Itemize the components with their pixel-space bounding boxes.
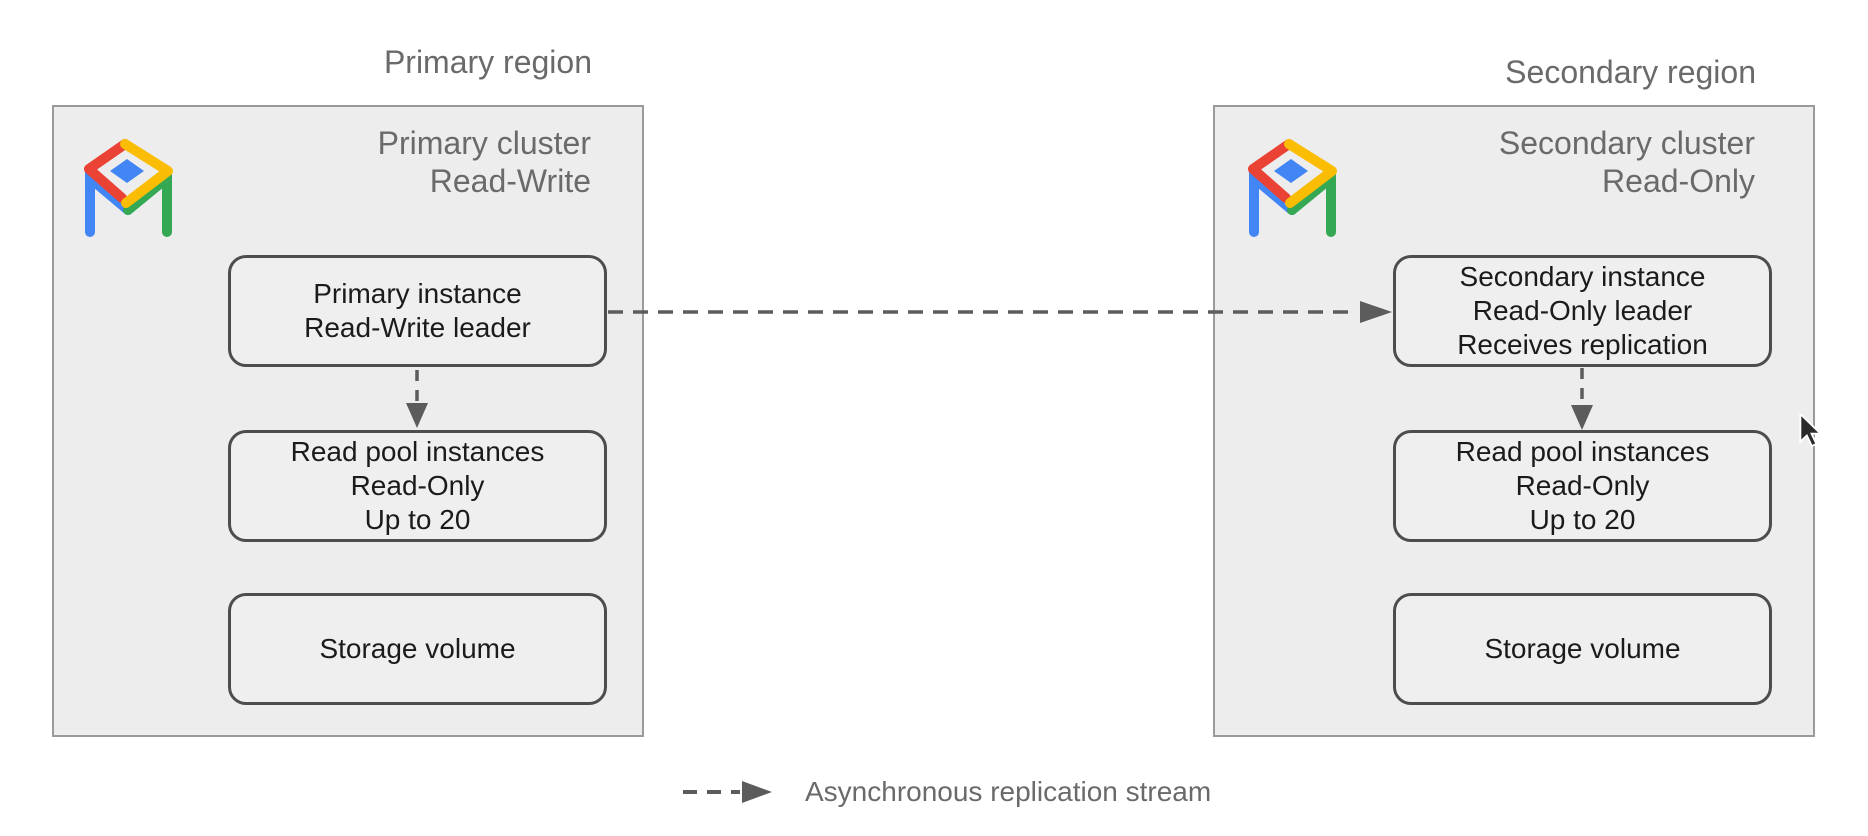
primary-read-pool-line3: Up to 20 [364, 504, 471, 535]
secondary-instance-line2: Read-Only leader [1472, 295, 1693, 326]
alloydb-icon [1248, 139, 1337, 237]
primary-cluster-title-line2: Read-Write [429, 163, 591, 199]
secondary-read-pool-line3: Up to 20 [1529, 504, 1636, 535]
primary-instance-node: Primary instance Read-Write leader [228, 255, 607, 367]
primary-instance-line2: Read-Write leader [304, 312, 531, 343]
primary-storage-line1: Storage volume [319, 633, 516, 664]
alloydb-icon [84, 139, 173, 237]
secondary-cluster-title-line1: Secondary cluster [1498, 125, 1755, 161]
primary-read-pool-line1: Read pool instances [290, 436, 545, 467]
secondary-read-pool-line1: Read pool instances [1455, 436, 1710, 467]
primary-cluster-title: Primary cluster Read-Write [378, 124, 591, 200]
dashed-arrow-icon [683, 781, 772, 803]
primary-instance-line1: Primary instance [313, 278, 522, 309]
primary-read-pool-node: Read pool instances Read-Only Up to 20 [228, 430, 607, 542]
secondary-cluster-title-line2: Read-Only [1602, 163, 1755, 199]
primary-storage-node: Storage volume [228, 593, 607, 705]
secondary-instance-line3: Receives replication [1457, 329, 1708, 360]
secondary-storage-node: Storage volume [1393, 593, 1772, 705]
legend-label: Asynchronous replication stream [805, 776, 1212, 807]
secondary-cluster-title: Secondary cluster Read-Only [1499, 124, 1755, 200]
legend: Asynchronous replication stream [682, 773, 1211, 811]
secondary-region-label: Secondary region [1505, 54, 1756, 90]
primary-cluster-title-line1: Primary cluster [377, 125, 591, 161]
secondary-instance-node: Secondary instance Read-Only leader Rece… [1393, 255, 1772, 367]
primary-read-pool-line2: Read-Only [350, 470, 485, 501]
secondary-read-pool-line2: Read-Only [1515, 470, 1650, 501]
primary-region-label: Primary region [383, 44, 592, 80]
secondary-read-pool-node: Read pool instances Read-Only Up to 20 [1393, 430, 1772, 542]
secondary-storage-line1: Storage volume [1484, 633, 1681, 664]
secondary-instance-line1: Secondary instance [1459, 261, 1706, 292]
